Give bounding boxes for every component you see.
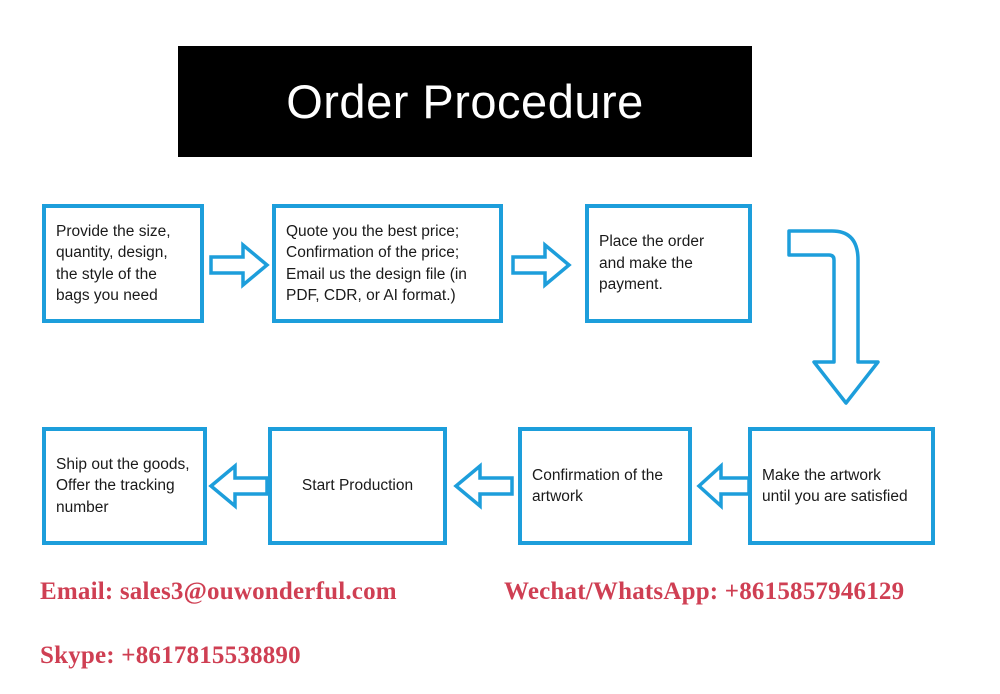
flow-step-confirm-artwork: Confirmation of the artwork	[518, 427, 692, 545]
flow-step-make-artwork: Make the artwork until you are satisfied	[748, 427, 935, 545]
flow-step-provide-details: Provide the size, quantity, design, the …	[42, 204, 204, 323]
flow-step-start-production: Start Production	[268, 427, 447, 545]
arrow-right-icon	[209, 241, 270, 289]
contact-skype: Skype: +8617815538890	[40, 642, 301, 669]
flow-step-start-production-label: Start Production	[301, 477, 414, 495]
arrow-left-icon	[208, 462, 269, 510]
contact-wechat-whatsapp: Wechat/WhatsApp: +8615857946129	[504, 578, 905, 605]
contact-email: Email: sales3@ouwonderful.com	[40, 578, 397, 605]
flow-step-make-artwork-label: Make the artwork until you are satisfied	[762, 466, 908, 505]
flow-step-quote-price-label: Quote you the best price; Confirmation o…	[286, 222, 467, 304]
page-title: Order Procedure	[286, 75, 644, 128]
title-banner: Order Procedure	[178, 46, 752, 157]
flow-step-confirm-artwork-label: Confirmation of the artwork	[532, 466, 663, 505]
flow-step-provide-details-label: Provide the size, quantity, design, the …	[56, 222, 171, 304]
flow-step-quote-price: Quote you the best price; Confirmation o…	[272, 204, 503, 323]
arrow-right-icon	[511, 241, 572, 289]
flow-step-ship-goods-label: Ship out the goods, Offer the tracking n…	[56, 455, 190, 516]
arrow-left-icon	[453, 462, 514, 510]
flow-step-place-order: Place the order and make the payment.	[585, 204, 752, 323]
arrow-left-icon	[696, 462, 751, 510]
flow-step-place-order-label: Place the order and make the payment.	[599, 233, 705, 294]
flow-step-ship-goods: Ship out the goods, Offer the tracking n…	[42, 427, 207, 545]
arrow-bent-right-down-icon	[786, 226, 896, 406]
